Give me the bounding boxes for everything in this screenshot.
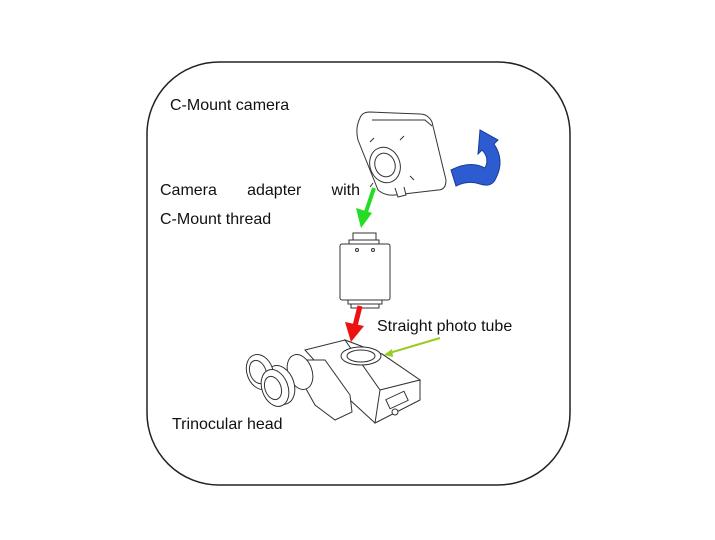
green-arrow-icon (356, 187, 376, 228)
label-trinocular-head: Trinocular head (172, 416, 283, 433)
rotate-arrow-icon (450, 129, 501, 187)
c-mount-camera (356, 111, 447, 198)
red-arrow-icon (345, 305, 364, 342)
label-camera-adapter-line1: Camera adapter with (160, 182, 360, 200)
label-straight-photo-tube: Straight photo tube (377, 318, 513, 335)
photo-tube-pointer (385, 337, 441, 355)
frame (146, 61, 571, 486)
word: with (331, 182, 360, 199)
label-camera-adapter-line2: C-Mount thread (160, 211, 272, 228)
trinocular-head (245, 338, 422, 424)
word: Camera (160, 182, 217, 199)
label-c-mount-camera: C-Mount camera (170, 97, 290, 114)
camera-adapter (339, 232, 391, 309)
word: adapter (247, 182, 302, 199)
